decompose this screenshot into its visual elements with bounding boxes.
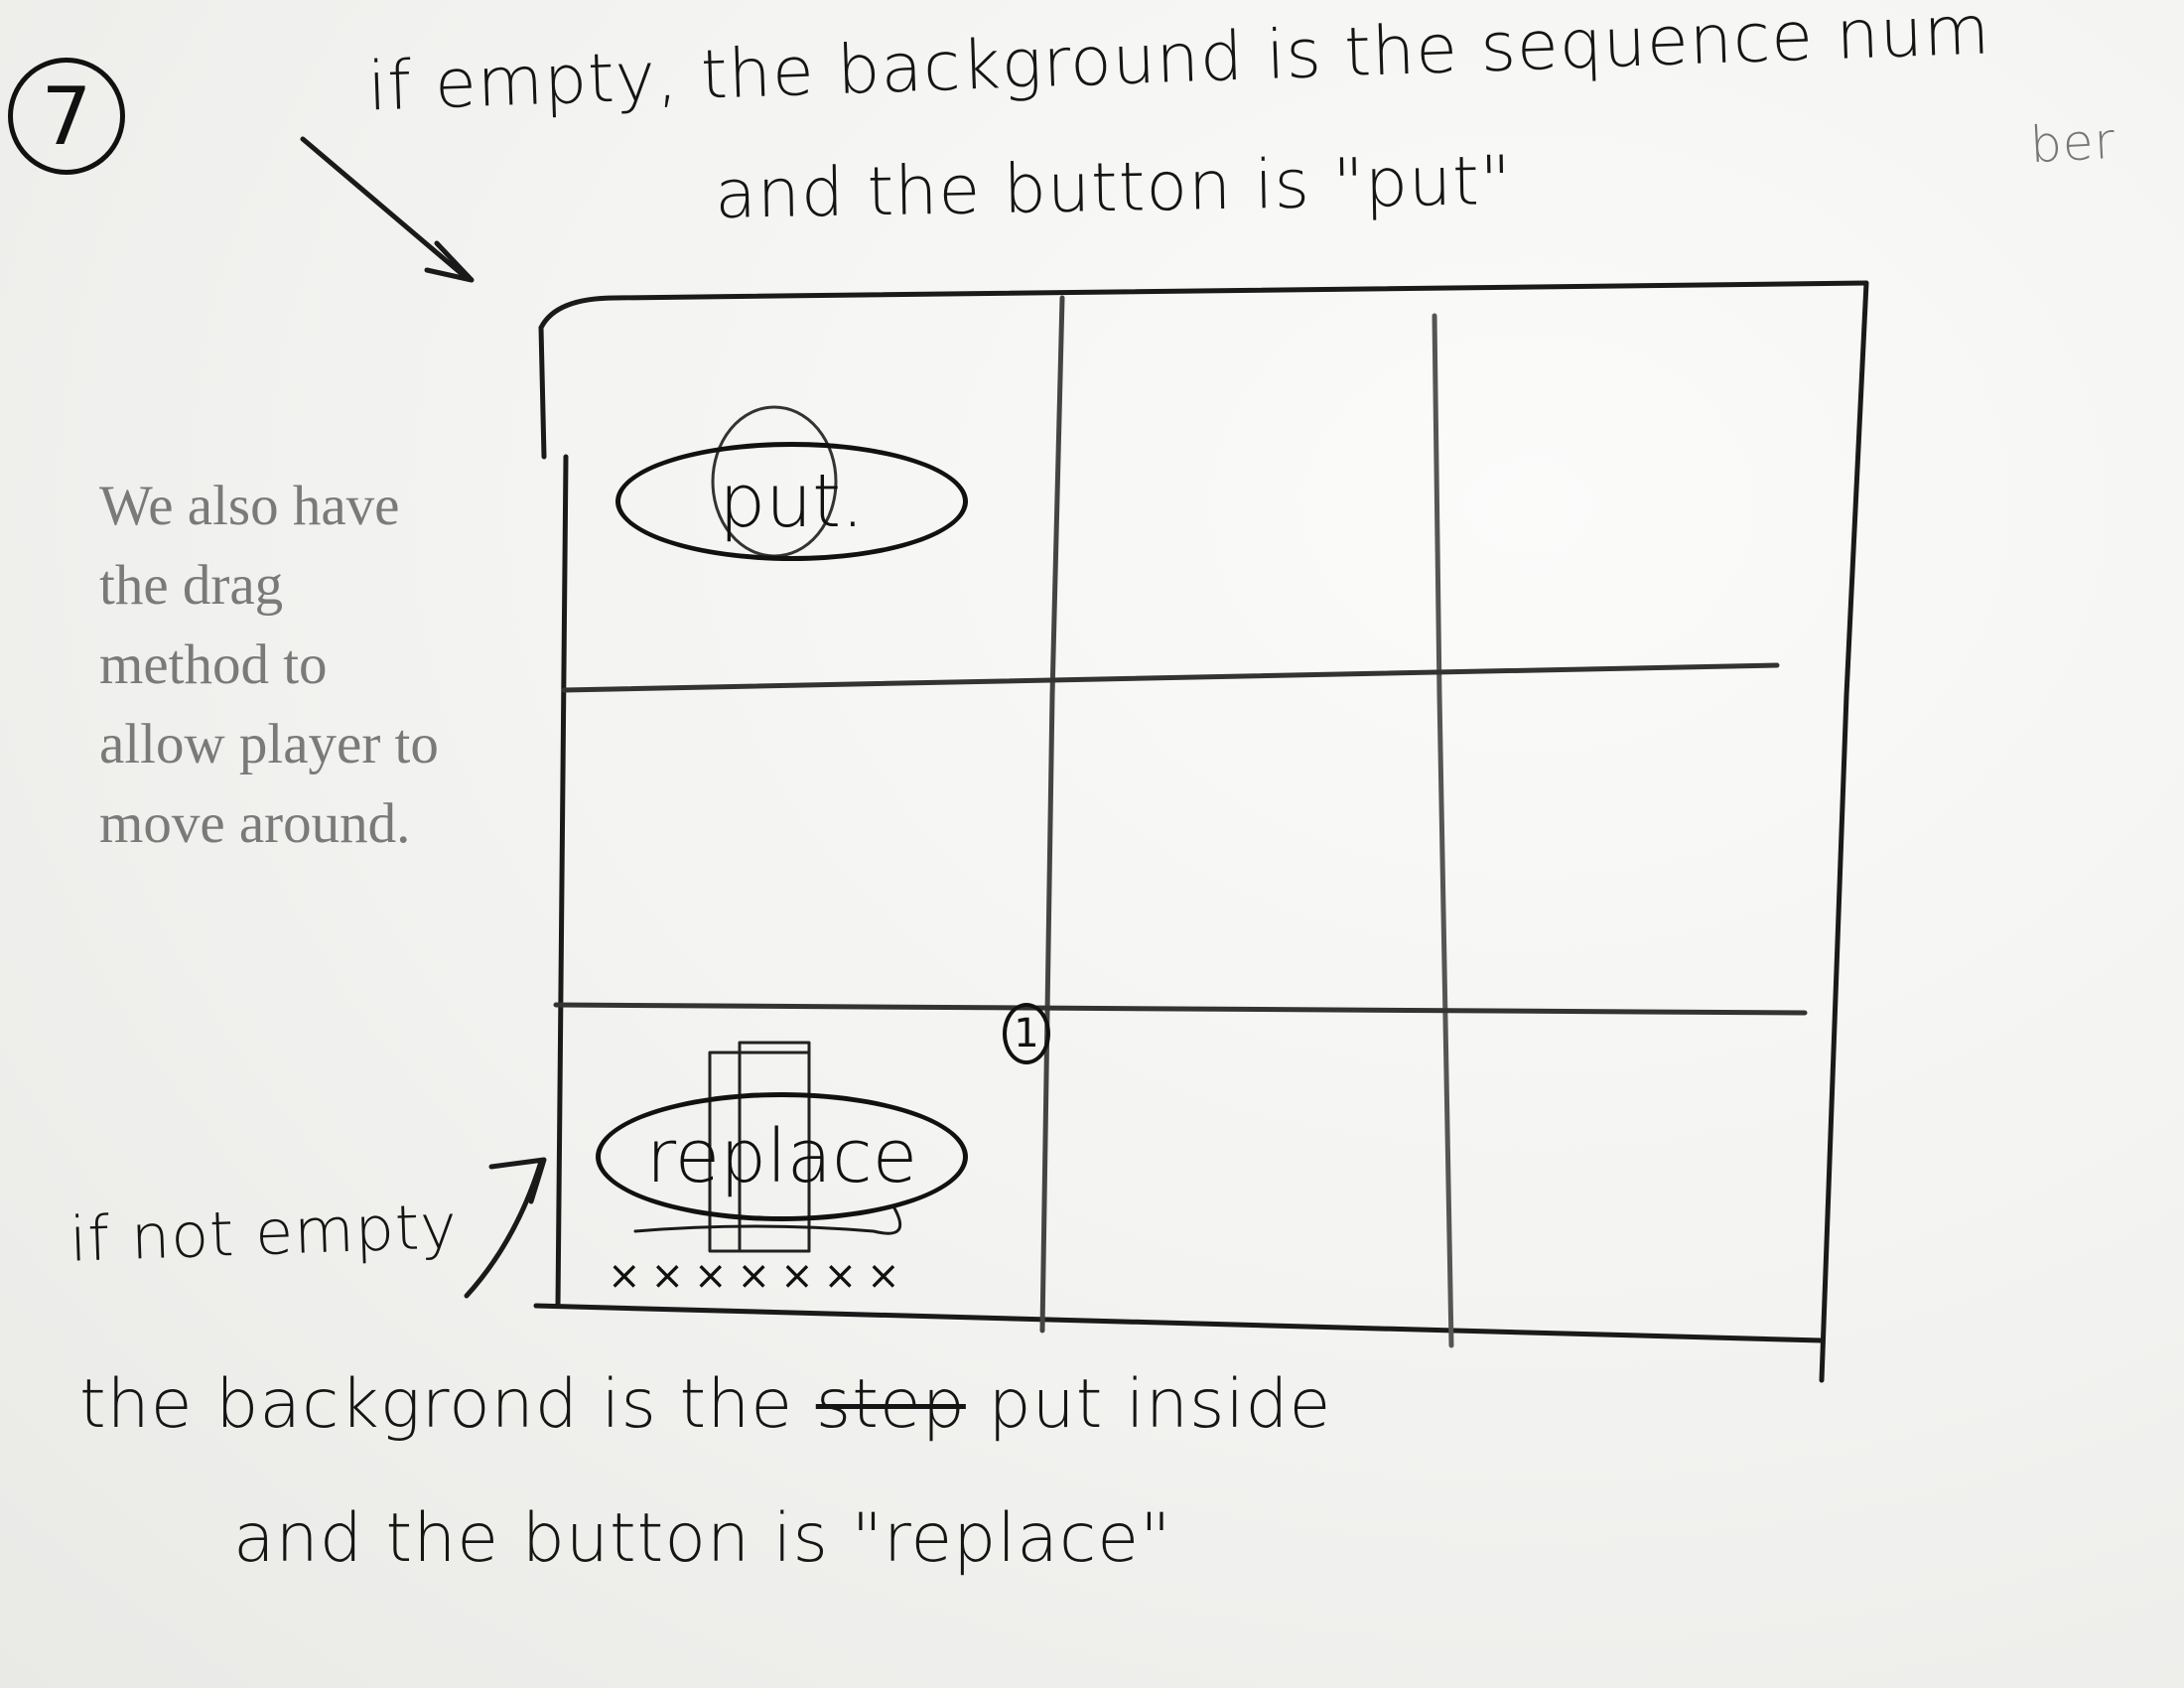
grid-line-h2 xyxy=(553,1002,1808,1016)
annotation-bottom-line-2-start: the backgrond xyxy=(79,1365,579,1444)
cell-sequence-number: 1 xyxy=(1014,1011,1039,1056)
annotation-bottom-line-2-is: is xyxy=(601,1365,657,1444)
annotation-struck-word: step xyxy=(815,1365,966,1444)
annotation-top-line-2: and the button is "put" xyxy=(714,141,1513,235)
pointer-arrow xyxy=(300,136,470,281)
not-empty-arrow xyxy=(464,1159,544,1299)
step-number: 7 xyxy=(41,70,92,163)
annotation-bottom-line-2-the: the xyxy=(679,1365,794,1444)
cell-sequence-number-badge: 1 xyxy=(1003,1003,1050,1064)
step-number-badge: 7 xyxy=(8,58,125,175)
grid-line-v1 xyxy=(1039,295,1065,1334)
annotation-bottom-line-1: if not empty xyxy=(68,1190,460,1276)
grid-frame-bottom xyxy=(533,1303,1825,1343)
grid-frame-top xyxy=(538,280,1869,331)
replace-button-label: replace xyxy=(645,1114,918,1199)
cross-marks: ××××××× xyxy=(608,1253,910,1299)
annotation-top-line-1-end: ber xyxy=(2028,111,2117,175)
annotation-bottom-line-2-end: put inside xyxy=(988,1365,1332,1444)
replace-underline-scribble xyxy=(633,1204,902,1235)
grid-line-v2 xyxy=(1432,313,1454,1348)
grid-frame-right xyxy=(1819,280,1869,1383)
annotation-bottom-line-3: and the button is "replace" xyxy=(233,1499,1172,1578)
put-button-label: put. xyxy=(719,459,865,544)
grid-frame-left xyxy=(538,325,569,1309)
annotation-bottom-line-2: the backgrond is the step put inside xyxy=(79,1365,1331,1444)
not-empty-arrowhead xyxy=(488,1157,547,1204)
put-button[interactable]: put. xyxy=(615,442,968,561)
drag-method-note: We also have the drag method to allow pl… xyxy=(99,475,439,855)
replace-button[interactable]: replace xyxy=(596,1092,968,1221)
grid-line-h1 xyxy=(561,662,1780,693)
pointer-arrowhead xyxy=(424,240,475,283)
